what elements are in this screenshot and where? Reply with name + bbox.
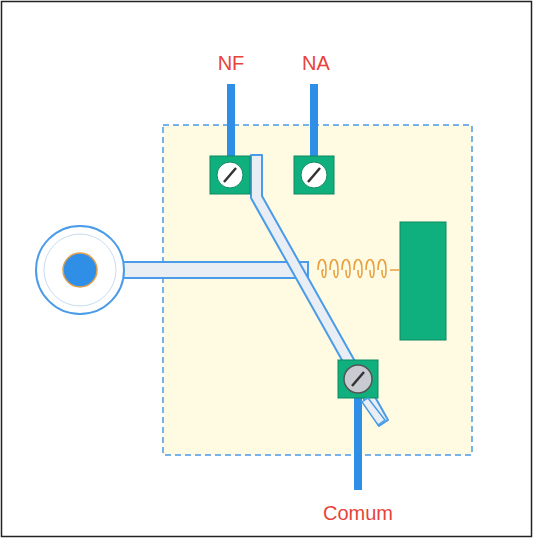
actuator [36,226,124,314]
plunger-rod [118,262,308,278]
common-terminal [338,360,378,398]
spring [318,260,400,278]
na-wire [310,84,318,156]
housing [163,125,472,455]
na-terminal [294,156,334,194]
terminal-label: NA [302,52,330,74]
nf-terminal [210,156,250,194]
actuator-knob [63,253,97,287]
contact-blade [251,155,388,426]
electromagnet [400,222,446,340]
terminal-label: NF [218,52,245,74]
nf-wire [227,84,235,156]
blade-tip [362,398,385,425]
actuator-ring [44,234,116,306]
common-wire [354,398,362,490]
terminal-label: Comum [323,502,393,524]
